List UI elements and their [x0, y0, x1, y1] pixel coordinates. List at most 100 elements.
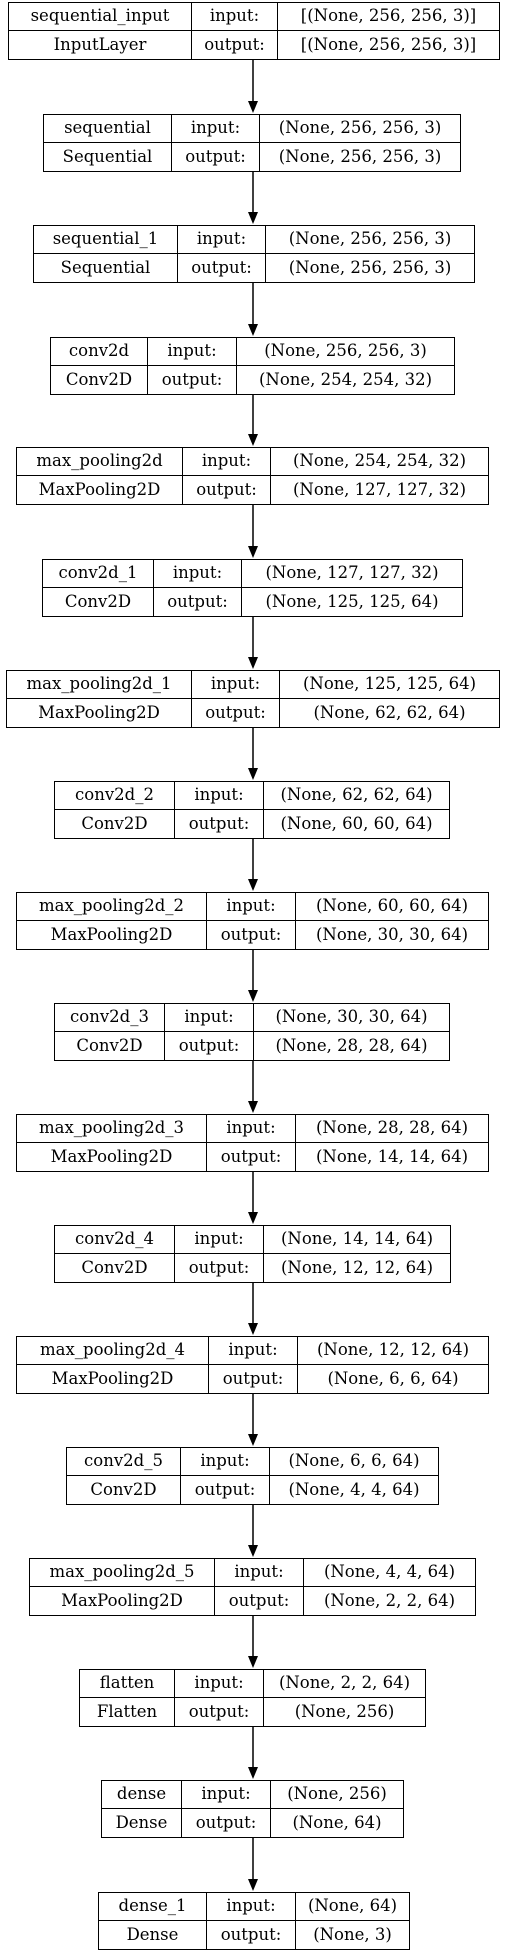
edge-arrowhead [248, 1101, 258, 1113]
input-label: input: [209, 1337, 298, 1365]
output-label: output: [148, 366, 237, 394]
edge-arrowhead [248, 546, 258, 558]
edge-arrowhead [248, 657, 258, 669]
edge-arrowhead [248, 212, 258, 224]
input-shape: (None, 28, 28, 64) [296, 1115, 488, 1143]
input-shape: (None, 12, 12, 64) [298, 1337, 488, 1365]
output-label: output: [192, 699, 280, 727]
edge-arrowhead [248, 1767, 258, 1779]
input-shape: (None, 256) [271, 1781, 403, 1809]
input-label: input: [182, 1781, 271, 1809]
layer-name: flatten [80, 1670, 175, 1698]
edge-arrowhead [248, 101, 258, 113]
output-shape: (None, 28, 28, 64) [275, 1035, 428, 1055]
layer-name: conv2d_1 [43, 560, 154, 588]
output-label: output: [207, 1921, 296, 1949]
edge-arrowhead [248, 1212, 258, 1224]
edge-arrowhead [248, 1323, 258, 1335]
input-shape: (None, 256, 256, 3) [260, 115, 460, 143]
layer-name: sequential_input [9, 3, 192, 31]
edge-arrowhead [248, 990, 258, 1002]
layer-type: Conv2D [51, 366, 148, 394]
input-label: input: [215, 1559, 304, 1587]
input-label: input: [175, 1226, 264, 1254]
input-shape: (None, 4, 4, 64) [304, 1559, 475, 1587]
layer-type: Conv2D [67, 1476, 181, 1504]
output-label: output: [182, 1809, 271, 1837]
layer-name: dense [102, 1781, 182, 1809]
layer-type: Conv2D [55, 1254, 175, 1282]
input-shape: (None, 254, 254, 32) [271, 448, 488, 476]
output-label: output: [181, 1476, 270, 1504]
output-shape: (None, 64) [292, 1812, 382, 1832]
output-label: output: [207, 921, 296, 949]
output-shape: (None, 6, 6, 64) [327, 1368, 459, 1388]
output-label: output: [175, 1698, 264, 1726]
edge-arrowhead [248, 1879, 258, 1891]
edge-arrowhead [248, 434, 258, 446]
output-label: output: [192, 31, 278, 59]
output-shape: (None, 14, 14, 64) [315, 1146, 469, 1166]
input-label: input: [192, 671, 280, 699]
layer-name: max_pooling2d_2 [17, 893, 207, 921]
edge-arrowhead [248, 879, 258, 891]
layer-type: Dense [102, 1809, 182, 1837]
input-label: input: [175, 782, 264, 810]
layer-name: sequential_1 [34, 226, 178, 254]
layer-type: MaxPooling2D [17, 921, 207, 949]
input-label: input: [154, 560, 242, 588]
edge-arrowhead [248, 768, 258, 780]
layer-type: MaxPooling2D [7, 699, 192, 727]
input-shape: (None, 2, 2, 64) [264, 1670, 425, 1698]
output-shape: (None, 12, 12, 64) [280, 1257, 434, 1277]
output-shape: (None, 62, 62, 64) [313, 702, 466, 722]
output-shape: (None, 256, 256, 3) [288, 257, 452, 277]
layer-type: MaxPooling2D [17, 476, 183, 504]
input-label: input: [175, 1670, 264, 1698]
input-shape: (None, 62, 62, 64) [264, 782, 449, 810]
output-label: output: [178, 254, 266, 282]
input-label: input: [207, 893, 296, 921]
input-label: input: [165, 1004, 254, 1032]
layer-name: max_pooling2d [17, 448, 183, 476]
edge-arrowhead [248, 1545, 258, 1557]
layer-name: conv2d_4 [55, 1226, 175, 1254]
input-label: input: [148, 338, 237, 366]
input-shape: [(None, 256, 256, 3)] [278, 3, 499, 31]
layer-name: max_pooling2d_1 [7, 671, 192, 699]
input-shape: (None, 256, 256, 3) [266, 226, 474, 254]
layer-name: conv2d_2 [55, 782, 175, 810]
layer-type: Sequential [44, 143, 172, 171]
output-label: output: [172, 143, 260, 171]
output-shape: (None, 127, 127, 32) [292, 479, 467, 499]
layer-name: max_pooling2d_5 [30, 1559, 215, 1587]
layer-name: max_pooling2d_4 [17, 1337, 209, 1365]
layer-type: InputLayer [9, 31, 192, 59]
input-label: input: [183, 448, 271, 476]
output-shape: (None, 256) [294, 1701, 395, 1721]
output-label: output: [154, 588, 242, 616]
output-label: output: [215, 1587, 304, 1615]
output-label: output: [175, 1254, 264, 1282]
output-shape: (None, 254, 254, 32) [258, 369, 433, 389]
input-shape: (None, 125, 125, 64) [280, 671, 499, 699]
input-shape: (None, 127, 127, 32) [242, 560, 462, 588]
input-label: input: [207, 1115, 296, 1143]
output-label: output: [175, 810, 264, 838]
output-shape: (None, 256, 256, 3) [278, 146, 442, 166]
output-label: output: [209, 1365, 298, 1393]
input-label: input: [192, 3, 278, 31]
